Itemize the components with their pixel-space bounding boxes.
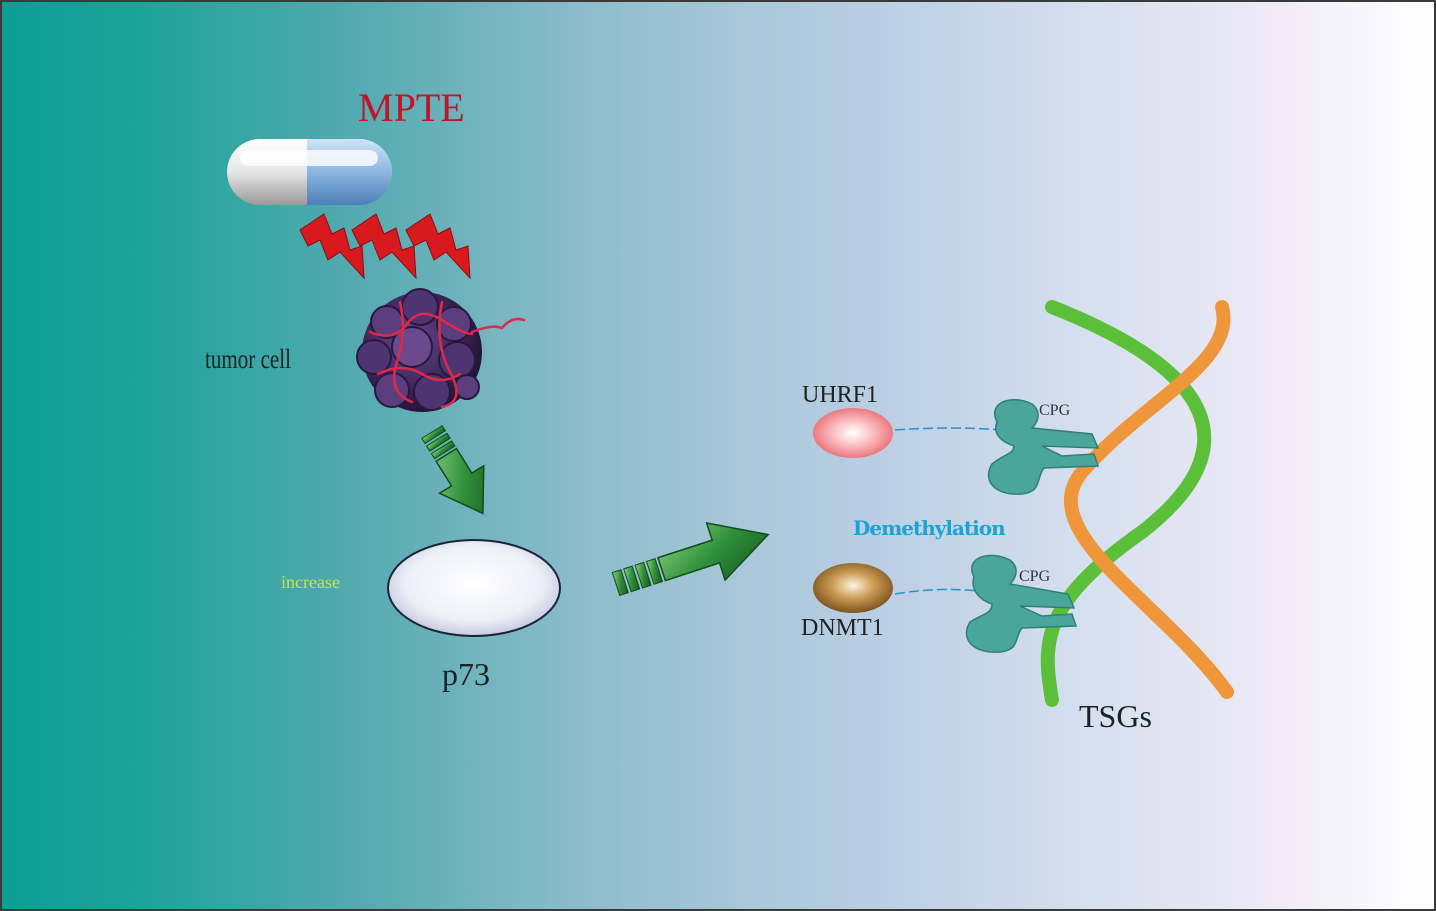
- diagram-title: MPTE: [358, 85, 465, 130]
- demethylation-label: Demethylation: [853, 516, 1006, 540]
- uhrf1-node: [813, 408, 893, 458]
- green-arrow-icon: [611, 522, 770, 597]
- receptor-icon: [965, 554, 1078, 653]
- p73-node: [387, 539, 561, 637]
- dnmt1-label: DNMT1: [801, 615, 884, 641]
- tumor-cell-label: tumor cell: [205, 344, 291, 374]
- uhrf1-link: [894, 427, 1003, 431]
- tumor-cell-icon: [356, 288, 526, 412]
- p73-label: p73: [442, 656, 490, 692]
- cpg-label-top: CPG: [1039, 402, 1071, 419]
- dna-helix-icon: [1040, 300, 1234, 707]
- dnmt1-link: [894, 588, 988, 595]
- increase-label: increase: [281, 572, 340, 592]
- dnmt1-node: [813, 563, 893, 613]
- lightning-bolt-icon: [299, 213, 471, 280]
- capsule-icon: [227, 139, 392, 205]
- receptor-icon: [987, 399, 1100, 495]
- cpg-label-bottom: CPG: [1019, 568, 1051, 585]
- tsgs-label: TSGs: [1079, 698, 1152, 734]
- uhrf1-label: UHRF1: [802, 382, 879, 408]
- green-arrow-icon: [421, 424, 485, 515]
